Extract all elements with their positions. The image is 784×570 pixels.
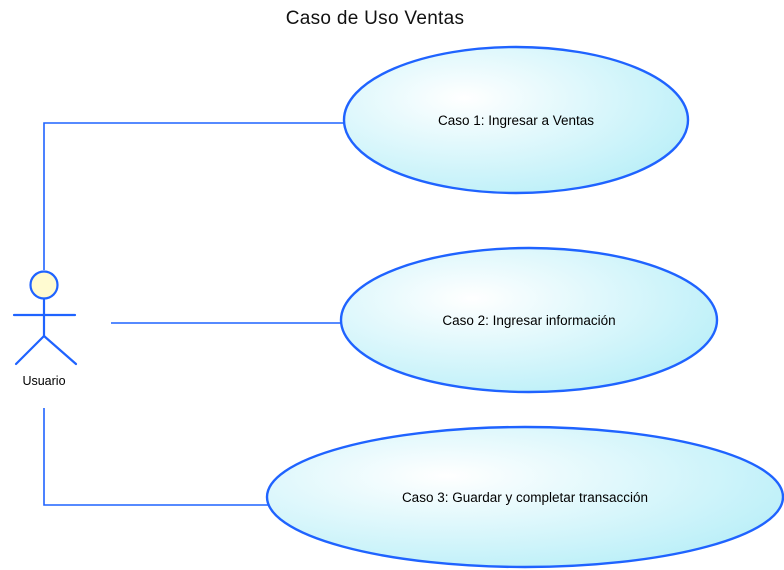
use-case-2-label: Caso 2: Ingresar información xyxy=(442,313,615,328)
association-line-case-1 xyxy=(43,122,345,270)
use-case-3: Caso 3: Guardar y completar transacción xyxy=(265,425,784,569)
use-case-1: Caso 1: Ingresar a Ventas xyxy=(342,45,690,195)
actor-figure xyxy=(12,270,78,366)
use-case-2: Caso 2: Ingresar información xyxy=(339,246,719,394)
actor-label: Usuario xyxy=(22,374,66,388)
use-case-3-label: Caso 3: Guardar y completar transacción xyxy=(402,490,648,505)
actor-head xyxy=(29,270,59,300)
diagram-title: Caso de Uso Ventas xyxy=(285,8,465,29)
association-line-case-3 xyxy=(43,408,268,506)
use-case-1-label: Caso 1: Ingresar a Ventas xyxy=(438,113,594,128)
